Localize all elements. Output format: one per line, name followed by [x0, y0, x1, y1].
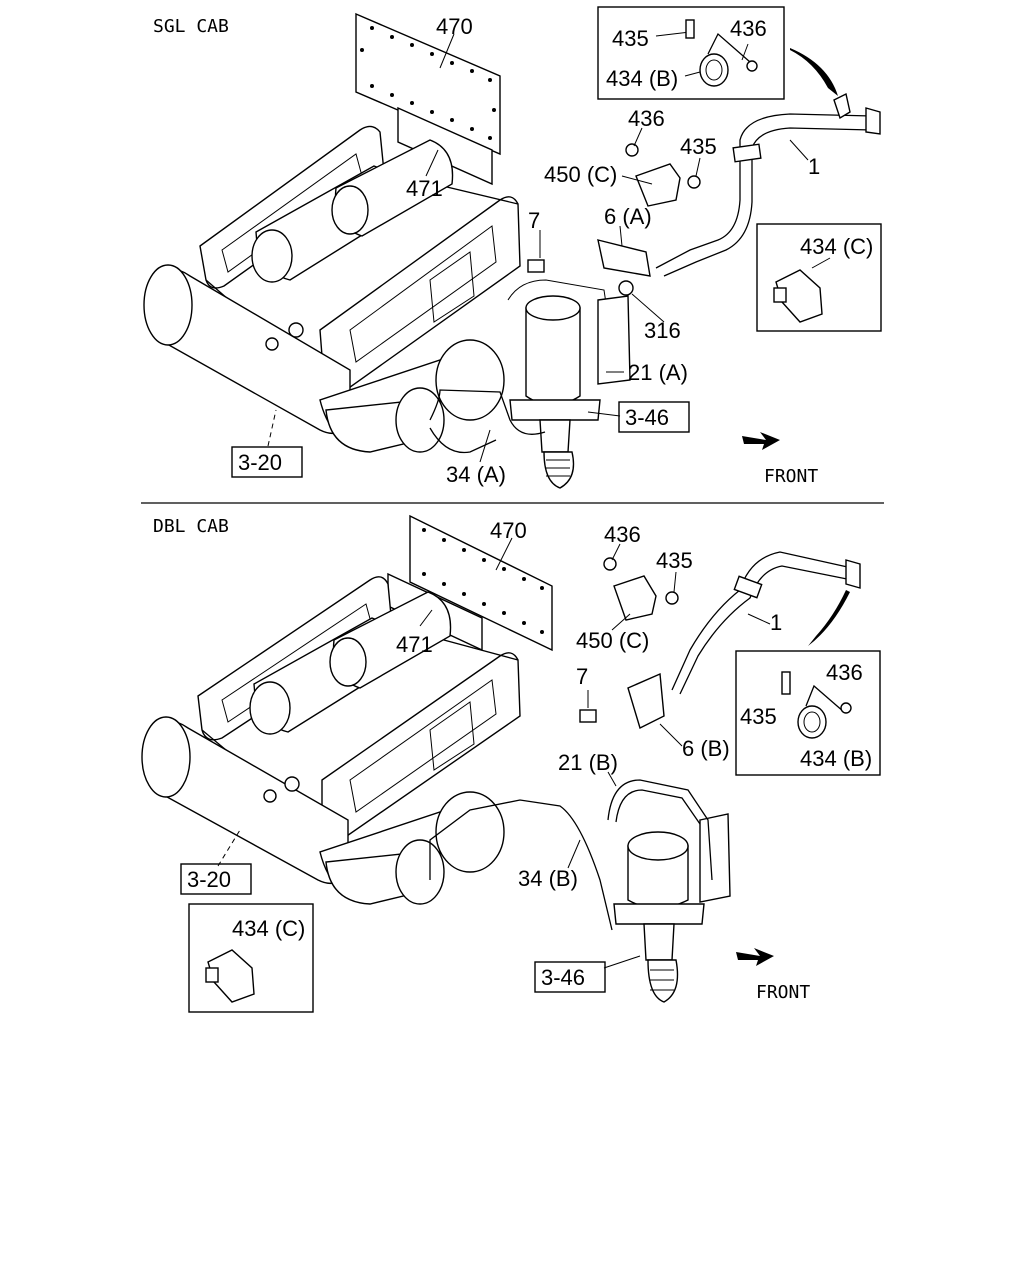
air-tanks [141, 716, 505, 905]
clamp-434c-icon [205, 949, 255, 1003]
inset-box-clamp-c [188, 903, 314, 1013]
battery-cells [251, 139, 454, 283]
air-dryer-unit [613, 813, 731, 1003]
pipe-34b [429, 799, 613, 931]
callout-3-46: 3-46 [541, 965, 585, 990]
callout-6b: 6 (B) [682, 736, 730, 761]
part-7-bolt [579, 709, 597, 723]
pipe-21b [607, 779, 713, 881]
front-arrow-icon [742, 432, 780, 450]
callout-434b-inset: 434 (B) [606, 66, 678, 91]
inset-box-clamp-b [735, 650, 881, 776]
callout-6a: 6 (A) [604, 204, 652, 229]
part-450c-bracket [635, 163, 681, 207]
part-436-nut [603, 557, 617, 571]
part-470-plate [355, 12, 501, 156]
air-dryer-unit [507, 279, 631, 489]
front-label: FRONT [764, 466, 818, 487]
ref-box-3-20 [180, 863, 252, 895]
callout-436-inset: 436 [826, 660, 863, 685]
callout-7: 7 [528, 208, 540, 233]
callout-436: 436 [628, 106, 665, 131]
callout-21b: 21 (B) [558, 750, 618, 775]
callout-3-20: 3-20 [187, 867, 231, 892]
clamp-434b-icon [685, 19, 758, 87]
pipe-21b-inner [615, 789, 701, 825]
part-435-bolt [665, 591, 679, 605]
pointer-arrow [808, 590, 850, 646]
ref-box-3-46 [534, 961, 606, 993]
callout-435-inset: 435 [612, 26, 649, 51]
leader-lines [217, 537, 771, 969]
callout-434c-inset: 434 (C) [800, 234, 873, 259]
callout-435-inset: 435 [740, 704, 777, 729]
callout-470: 470 [436, 14, 473, 39]
clamp-434b-icon [781, 671, 852, 739]
inset-box-clamp-b [597, 6, 785, 100]
hose-1 [671, 551, 861, 695]
air-tanks [143, 264, 505, 453]
pointer-arrow [790, 48, 838, 96]
ref-box-3-46 [618, 401, 690, 433]
section-dbl-cab: DBL CAB [141, 514, 881, 1013]
section-title: DBL CAB [153, 516, 229, 537]
callout-435: 435 [680, 134, 717, 159]
callout-470: 470 [490, 518, 527, 543]
callout-7: 7 [576, 664, 588, 689]
callout-434c-inset: 434 (C) [232, 916, 305, 941]
part-471-label-plate [397, 106, 493, 186]
leader-lines [267, 31, 809, 463]
part-436-nut [625, 143, 639, 157]
section-sgl-cab: SGL CAB [143, 6, 882, 489]
front-label: FRONT [756, 982, 810, 1003]
callout-34b: 34 (B) [518, 866, 578, 891]
callout-471: 471 [396, 632, 433, 657]
callout-434b-inset: 434 (B) [800, 746, 872, 771]
callout-450c: 450 (C) [576, 628, 649, 653]
part-6a-bracket [597, 239, 651, 277]
callout-3-20: 3-20 [238, 450, 282, 475]
callout-436-inset: 436 [730, 16, 767, 41]
callout-21a: 21 (A) [628, 360, 688, 385]
callout-436: 436 [604, 522, 641, 547]
inset-box-clamp-c [756, 223, 882, 332]
part-316-fitting [618, 280, 634, 296]
callout-34a: 34 (A) [446, 462, 506, 487]
ref-box-3-20 [231, 446, 303, 478]
part-435-bolt [687, 175, 701, 189]
part-6b-bracket [627, 672, 665, 729]
pipe-34a-branch [429, 427, 497, 454]
callout-3-46: 3-46 [625, 405, 669, 430]
callout-435: 435 [656, 548, 693, 573]
callout-1: 1 [770, 610, 782, 635]
part-7-bolt [527, 259, 545, 273]
pipe-34a [429, 389, 546, 435]
callout-1: 1 [808, 154, 820, 179]
callout-471: 471 [406, 176, 443, 201]
section-title: SGL CAB [153, 16, 229, 37]
part-470-plate [409, 514, 553, 652]
part-450c-bracket [613, 575, 657, 621]
hose-1 [655, 92, 881, 277]
front-arrow-icon [736, 948, 774, 966]
battery-cells [249, 591, 452, 735]
clamp-434c-icon [773, 257, 831, 323]
callout-316: 316 [644, 318, 681, 343]
callout-450c: 450 (C) [544, 162, 617, 187]
